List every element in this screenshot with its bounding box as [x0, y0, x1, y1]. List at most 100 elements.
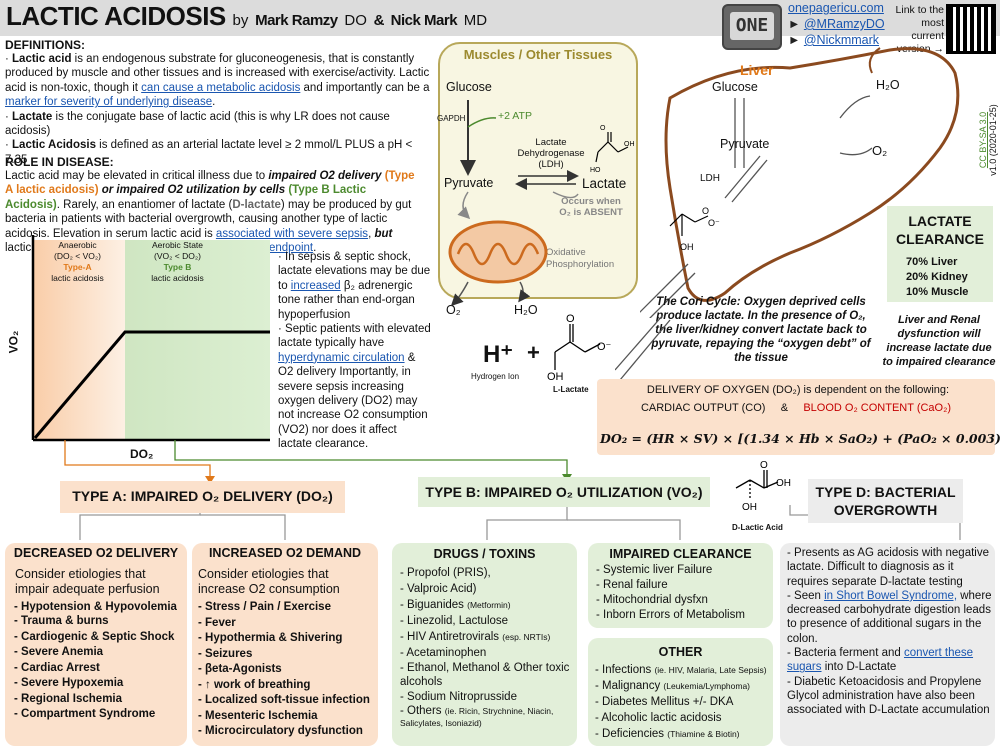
list-item: - Cardiogenic & Septic Shock [14, 630, 175, 643]
list-item: - Propofol (PRIS), [400, 567, 491, 579]
list-item: - Others (ie. Ricin, Strychnine, Niacin,… [400, 705, 554, 728]
oxphos-label: Oxidative Phosphorylation [546, 247, 615, 270]
list-item: - Valproic Acid) [400, 583, 477, 595]
header-bar [0, 0, 1000, 36]
convert-sugars-link[interactable]: convert these sugars [787, 647, 974, 674]
list-item: - Severe Hypoxemia [14, 677, 124, 689]
logo-text: ONE [730, 12, 774, 40]
list-item: - Deficiencies (Thiamine & Biotin) [595, 728, 740, 740]
twitter-link-1[interactable]: @MRamzyDO [803, 17, 885, 31]
anaerobic-cond: (DO₂ < VO₂) [54, 251, 101, 261]
twitter-icon: ► [788, 17, 801, 31]
impaired-clearance-list: - Systemic liver Failure - Renal failure… [596, 563, 771, 623]
beta-link[interactable]: increased [290, 279, 341, 292]
definitions-heading: DEFINITIONS: [5, 38, 85, 52]
list-item: - Stress / Pain / Exercise [198, 601, 331, 613]
liver-diagram: OH O O⁻ [640, 47, 960, 318]
svg-text:O: O [702, 206, 709, 216]
list-item: - Microcirculatory dysfunction [198, 725, 363, 737]
type-b-header [418, 477, 710, 507]
liver-lactate-icon [669, 213, 709, 236]
aerobic-title: Aerobic State [151, 240, 204, 250]
definitions-section: DEFINITIONS: · Lactic acid is an endogen… [5, 38, 435, 167]
liver-outline [664, 47, 960, 302]
sepsis-section: · In sepsis & septic shock, lactate elev… [278, 251, 431, 451]
drugs-title: DRUGS / TOXINS [433, 547, 536, 561]
list-item: - Systemic liver Failure [596, 564, 713, 576]
marker-link[interactable]: marker for severity of underlying diseas… [5, 96, 213, 109]
no-o2-arrow [552, 191, 579, 199]
decreased-delivery-title: DECREASED O2 DELIVERY [13, 546, 179, 560]
mitochondrion-icon [448, 220, 548, 284]
muscle-o2: O₂ [446, 303, 461, 317]
aerobic-region [125, 240, 270, 440]
impaired-clearance-panel [588, 543, 773, 628]
anaerobic-type: Type-A [63, 262, 92, 272]
list-item: - Malignancy (Leukemia/Lymphoma) [595, 680, 751, 692]
anaerobic-title: Anaerobic [58, 240, 97, 250]
list-item: - Localized soft-tissue infection [198, 694, 370, 706]
list-item: - Inborn Errors of Metabolism [596, 609, 745, 621]
decreased-delivery-list: - Hypotension & Hypovolemia - Trauma & b… [14, 600, 186, 723]
drugs-list: - Propofol (PRIS), - Valproic Acid) - Bi… [400, 565, 575, 729]
type-a-title: TYPE A: IMPAIRED O₂ DELIVERY (DO₂) [72, 488, 333, 504]
l-lactate-icon: OO⁻OH [547, 313, 612, 382]
clearance-item: 70% Liver [906, 256, 958, 268]
hyperdynamic-link[interactable]: hyperdynamic circulation [278, 351, 405, 364]
atp-label: +2 ATP [498, 110, 532, 122]
sepsis-link[interactable]: associated with severe sepsis [215, 227, 369, 240]
anaerobic-sub: lactic acidosis [51, 273, 104, 283]
hydrogen-symbol: H⁺ [483, 341, 513, 368]
list-item: - Linezolid, Lactulose [400, 615, 509, 627]
gapdh-label: GAPDH [437, 114, 466, 123]
type-d-panel [780, 543, 995, 746]
svg-text:O⁻: O⁻ [708, 218, 720, 228]
clearance-list: 70% Liver 20% Kidney 10% Muscle [906, 255, 968, 300]
other-panel [588, 638, 773, 746]
amp-label: & [780, 402, 789, 414]
aerobic-sub: lactic acidosis [151, 273, 204, 283]
do2-vo2-graph [5, 235, 275, 465]
graph-xlabel: DO₂ [130, 447, 154, 461]
list-item: - Regional Ischemia [14, 692, 123, 705]
aerobic-cond: (VO₂ < DO₂) [154, 251, 201, 261]
list-item: - Seizures [198, 647, 253, 660]
list-item: - Fever [198, 616, 236, 629]
vo2-curve [33, 330, 270, 439]
clearance-note: Liver and Renal dysfunction will increas… [882, 314, 996, 368]
cao2-symbol: (CaO₂) [916, 402, 952, 414]
graph-ylabel: VO₂ [6, 330, 21, 354]
site-link[interactable]: onepagericu.com [788, 1, 884, 15]
type-b-title: TYPE B: IMPAIRED O₂ UTILIZATION (VO₂) [425, 484, 703, 500]
list-item: - Biguanides (Metformin) [400, 599, 511, 611]
qr-code-icon[interactable] [946, 4, 996, 54]
list-item: - Hypothermia & Shivering [198, 632, 343, 644]
version-label: v1.0 (2020-01-25) [988, 104, 998, 176]
d-lactic-label: D-Lactic Acid [732, 523, 783, 532]
svg-text:OH: OH [547, 371, 564, 382]
cori-cycle-text: The Cori Cycle: Oxygen deprived cells pr… [651, 296, 871, 364]
lactate-molecule-icon [595, 132, 629, 163]
liver-title: Liver [740, 62, 774, 78]
liver-pyruvate: Pyruvate [720, 137, 770, 151]
twitter-icon: ► [788, 33, 801, 47]
list-item: - Infections (ie. HIV, Malaria, Late Sep… [595, 664, 767, 676]
list-item: - Sodium Nitroprusside [400, 691, 517, 703]
muscle-lactate: Lactate [582, 176, 627, 191]
list-item: - Trauma & burns [14, 615, 109, 627]
type-d-header [808, 479, 963, 523]
twitter-link-2[interactable]: @Nickmmark [803, 33, 880, 47]
cori-arrows [615, 314, 671, 381]
increased-demand-title: INCREASED O2 DEMAND [208, 546, 362, 560]
plus-sign: + [527, 340, 540, 365]
other-title: OTHER [658, 645, 703, 659]
short-bowel-link[interactable]: in Short Bowel Syndrome, [824, 589, 958, 602]
svg-text:HO: HO [590, 167, 601, 174]
acidosis-link[interactable]: can cause a metabolic acidosis [141, 81, 301, 94]
to-mito-arrow [457, 191, 471, 220]
svg-text:OH: OH [680, 242, 694, 252]
svg-text:OH: OH [624, 141, 635, 148]
onepager-logo[interactable]: ONE [722, 4, 782, 50]
